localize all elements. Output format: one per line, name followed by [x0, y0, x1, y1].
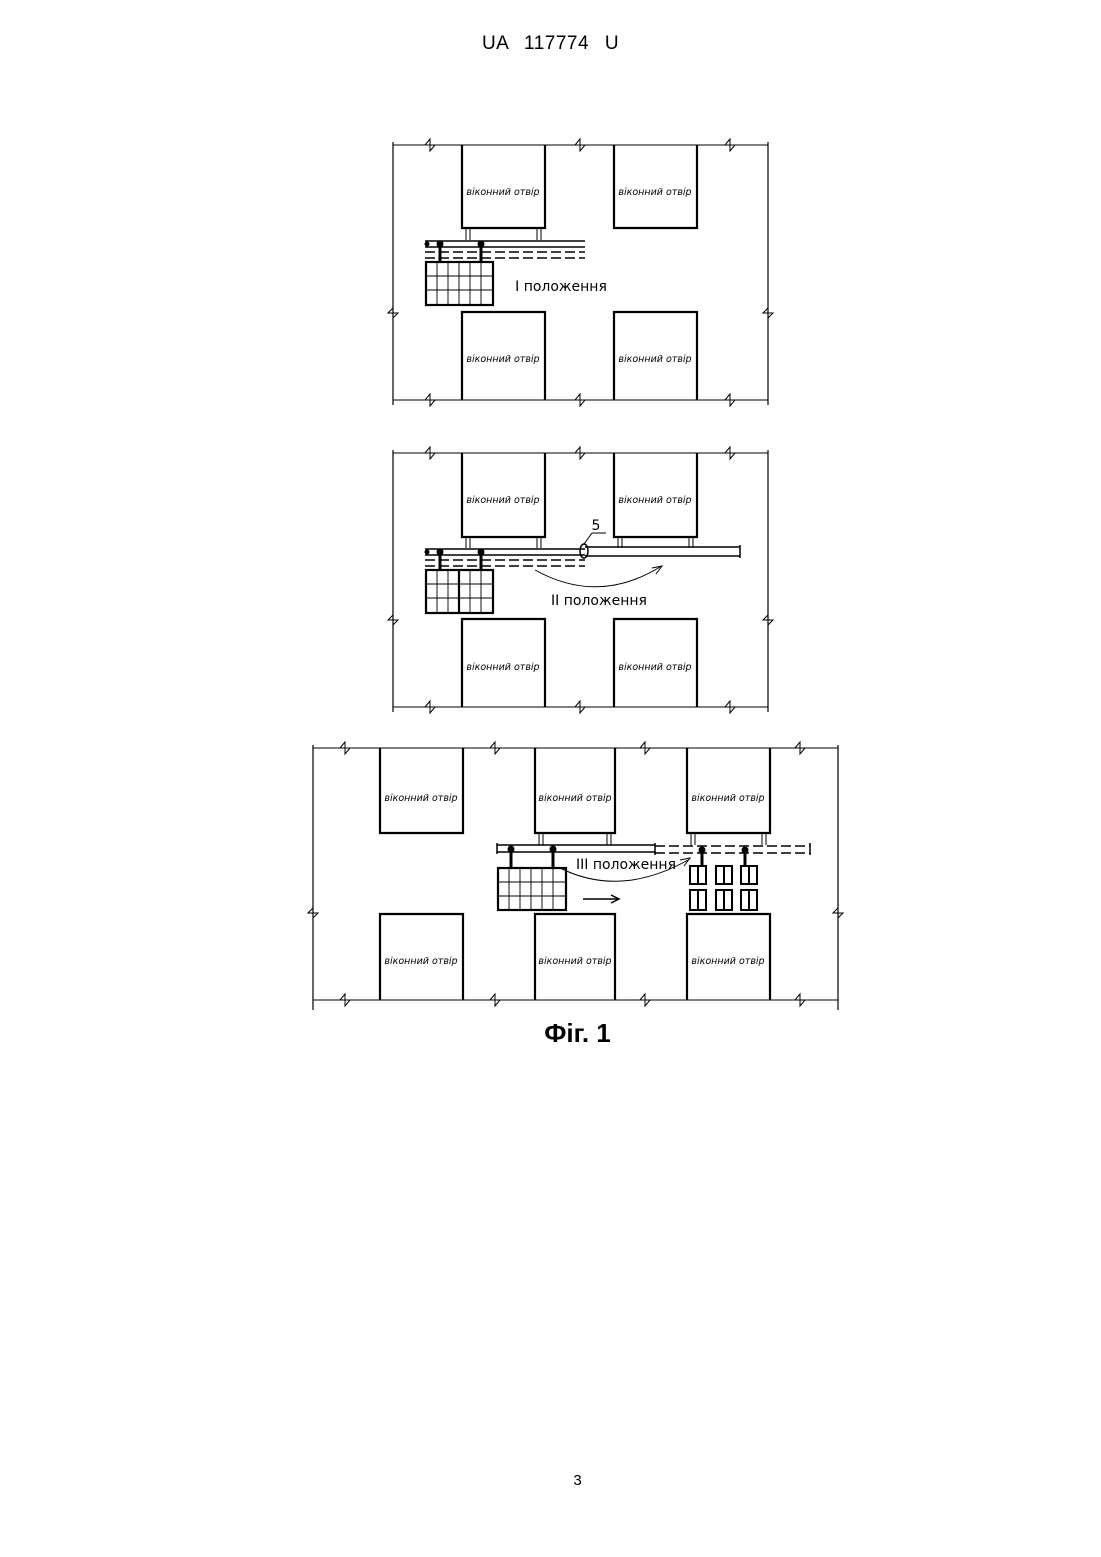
opening-label: віконний отвір [466, 495, 539, 506]
callout-number: 5 [592, 518, 601, 534]
opening-label: віконний отвір [466, 187, 539, 198]
position-label-3: III положення [576, 857, 676, 873]
opening-label: віконний отвір [691, 956, 764, 967]
panel-position-2 [388, 447, 773, 713]
opening-label: віконний отвір [384, 956, 457, 967]
panel-position-1 [388, 139, 773, 406]
position-label-2: II положення [551, 593, 647, 609]
panel-position-3 [308, 742, 843, 1010]
figure-caption: Фіг. 1 [0, 1018, 1101, 1049]
page-number: 3 [0, 1472, 1101, 1489]
opening-label: віконний отвір [384, 793, 457, 804]
opening-label: віконний отвір [538, 956, 611, 967]
opening-label: віконний отвір [618, 187, 691, 198]
opening-label: віконний отвір [618, 495, 691, 506]
opening-label: віконний отвір [538, 793, 611, 804]
opening-label: віконний отвір [466, 662, 539, 673]
opening-label: віконний отвір [466, 354, 539, 365]
opening-label: віконний отвір [691, 793, 764, 804]
opening-label: віконний отвір [618, 662, 691, 673]
position-label-1: I положення [515, 279, 607, 295]
opening-label: віконний отвір [618, 354, 691, 365]
